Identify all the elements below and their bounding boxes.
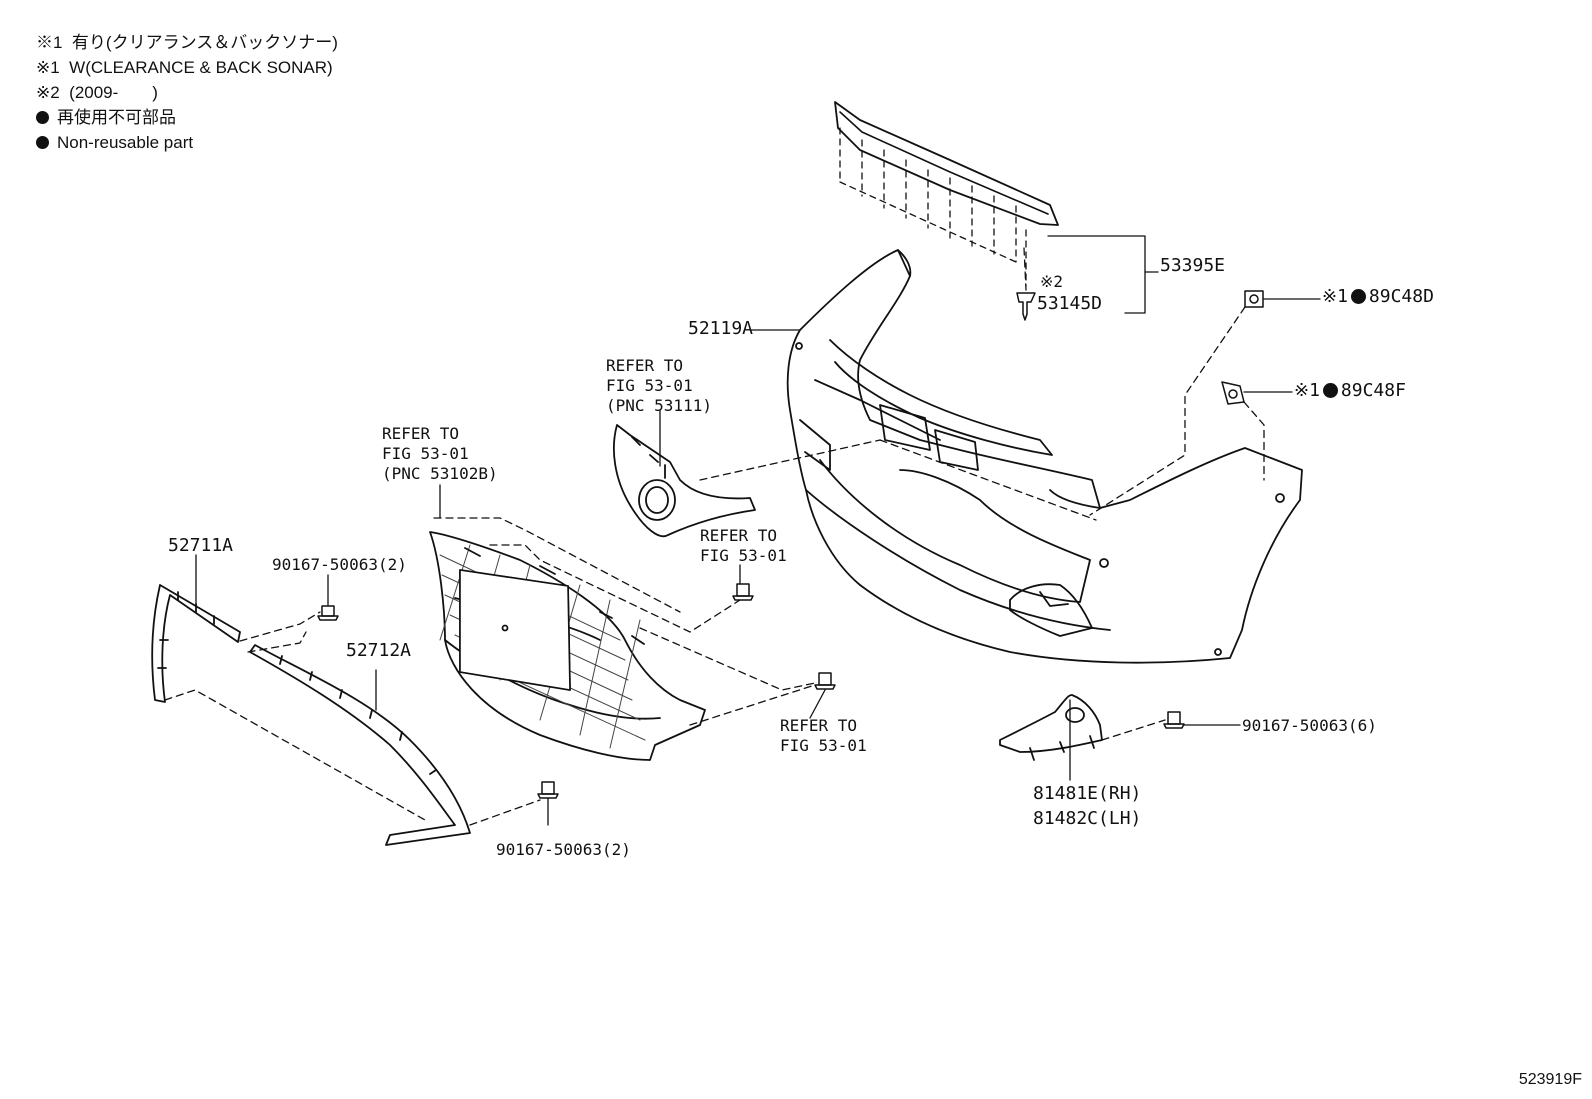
legend-line-4: 再使用不可部品 (36, 105, 338, 130)
note-mark-2: ※2 (1040, 272, 1064, 291)
bumper-absorber-53395E (834, 101, 1059, 287)
legend-text: 有り(クリアランス＆バックソナー) (71, 33, 338, 52)
garnish-52712A (249, 644, 471, 846)
part-label-52119A: 52119A (688, 318, 754, 339)
part-label-bolt-right: 90167-50063(6) (1242, 716, 1377, 735)
reference-note-pnc-53102B: REFER TO FIG 53-01 (PNC 53102B) (382, 424, 498, 484)
garnish-52711A (151, 584, 241, 703)
legend-text: Non-reusable part (57, 133, 194, 152)
legend-note-mark: ※1 (36, 58, 60, 77)
reference-note-pnc-53111: REFER TO FIG 53-01 (PNC 53111) (606, 356, 712, 416)
bolt-group (317, 290, 1264, 799)
legend-line-2: ※1 W(CLEARANCE & BACK SONAR) (36, 55, 338, 80)
assembly-lines (164, 247, 1265, 826)
part-label-52712A: 52712A (346, 640, 412, 661)
part-label-89C48D-row: ※1 89C48D (1322, 286, 1434, 307)
legend-line-1: ※1 有り(クリアランス＆バックソナー) (36, 30, 338, 55)
part-label-53395E: 53395E (1160, 255, 1226, 276)
reference-note-fig-53-01-a: REFER TO FIG 53-01 (700, 526, 787, 566)
part-label-81481E: 81481E(RH) (1033, 783, 1142, 804)
part-label-bolt-lower: 90167-50063(2) (496, 840, 631, 859)
legend-line-3: ※2 (2009- ) (36, 80, 338, 105)
emblem-garnish (612, 424, 756, 538)
reference-line: FIG 53-01 (700, 546, 787, 565)
reference-line: REFER TO (700, 526, 778, 545)
legend-text: 再使用不可部品 (57, 108, 176, 127)
reference-line: FIG 53-01 (780, 736, 867, 755)
radiator-grille (429, 531, 706, 761)
part-label-53145D: 53145D (1037, 293, 1103, 314)
part-label-89C48F-row: ※1 89C48F (1294, 380, 1406, 401)
part-label-81482C: 81482C(LH) (1033, 808, 1142, 829)
legend-note-mark: ※1 (36, 33, 63, 52)
note-mark-1: ※1 (1322, 286, 1348, 307)
reference-line: FIG 53-01 (606, 376, 693, 395)
bullet-icon (36, 136, 49, 149)
legend-text: W(CLEARANCE & BACK SONAR) (69, 58, 333, 77)
clip-53145D (1016, 292, 1036, 321)
part-label-bolt-upper-left: 90167-50063(2) (272, 555, 407, 574)
front-bumper-cover-52119A (786, 249, 1303, 664)
figure-id: 523919F (1518, 1071, 1582, 1088)
non-reusable-icon (1322, 383, 1338, 398)
reference-line: REFER TO (606, 356, 684, 375)
non-reusable-icon (1350, 289, 1366, 304)
bullet-icon (36, 111, 49, 124)
leader-lines (195, 298, 1321, 826)
reference-line: (PNC 53102B) (382, 464, 498, 483)
leader-53395E (1047, 235, 1159, 314)
part-label-52711A: 52711A (168, 535, 234, 556)
legend-note-mark: ※2 (36, 83, 60, 102)
reference-note-fig-53-01-b: REFER TO FIG 53-01 (780, 716, 867, 756)
reference-line: REFER TO (382, 424, 460, 443)
part-label-89C48D: 89C48D (1368, 286, 1434, 307)
reference-line: FIG 53-01 (382, 444, 469, 463)
reference-line: REFER TO (780, 716, 858, 735)
part-label-89C48F: 89C48F (1340, 380, 1406, 401)
legend-line-5: Non-reusable part (36, 130, 338, 155)
note-mark-1: ※1 (1294, 380, 1320, 401)
fog-lamp-cover-81481E (999, 694, 1103, 761)
reference-line: (PNC 53111) (606, 396, 712, 415)
legend-text: (2009- ) (69, 83, 158, 102)
legend: ※1 有り(クリアランス＆バックソナー) ※1 W(CLEARANCE & BA… (36, 30, 338, 155)
